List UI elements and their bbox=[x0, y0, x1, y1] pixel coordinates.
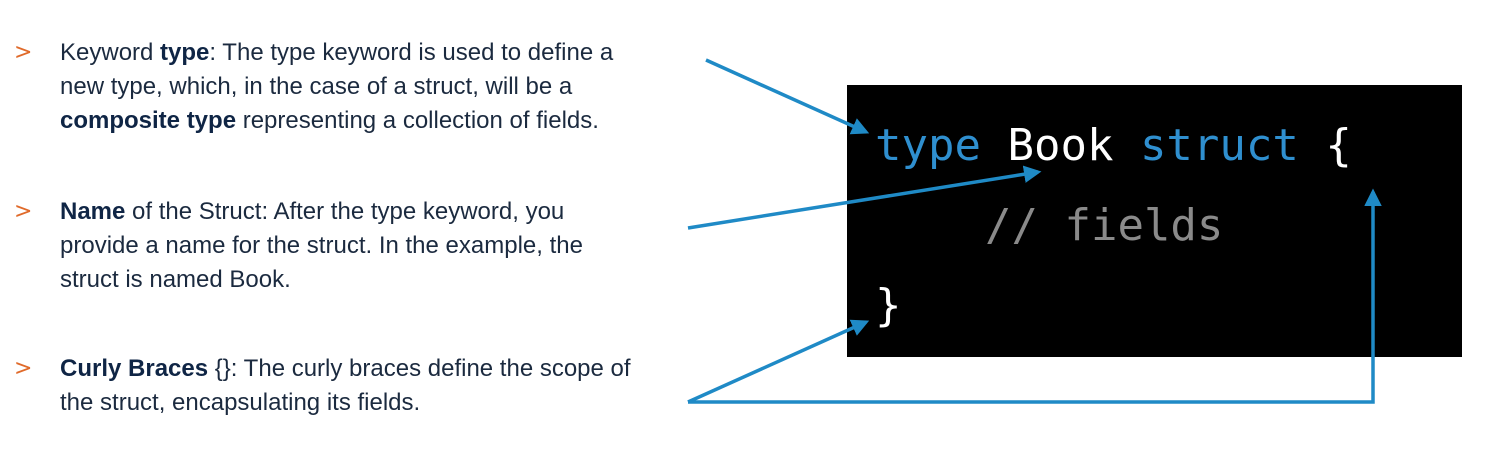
bullet-keyword-type-line-3: composite type representing a collection… bbox=[60, 104, 599, 138]
arrow-braces-to-open-brace bbox=[688, 188, 1382, 404]
code-comment: // fields bbox=[985, 200, 1224, 251]
code-struct-name: Book bbox=[1007, 120, 1114, 171]
arrow-name-to-book bbox=[687, 165, 1042, 230]
code-keyword-struct: struct bbox=[1139, 120, 1299, 171]
bullet-curly-braces-line-1: Curly Braces {}: The curly braces define… bbox=[60, 352, 631, 386]
bullet-name-line-2: provide a name for the struct. In the ex… bbox=[60, 229, 583, 263]
text-segment: the struct, encapsulating its fields. bbox=[60, 389, 421, 416]
code-line-1: type Book struct { bbox=[875, 121, 1352, 171]
bullet-name-line-1: Name of the Struct: After the type keywo… bbox=[60, 195, 564, 229]
bullet-keyword-type-line-2: new type, which, in the case of a struct… bbox=[60, 70, 572, 104]
bold-term-curly-braces: Curly Braces bbox=[60, 355, 209, 382]
arrow-braces-to-close-brace bbox=[687, 319, 870, 404]
bullet-marker: > bbox=[14, 40, 33, 65]
arrow-type-to-keyword bbox=[705, 58, 870, 135]
code-close-brace: } bbox=[875, 280, 902, 331]
code-snippet-panel: type Book struct { // fields } bbox=[847, 85, 1462, 357]
text-segment: new type, which, in the case of a struct… bbox=[60, 73, 573, 100]
text-segment: provide a name for the struct. In the ex… bbox=[60, 232, 583, 259]
bold-term-composite-type: composite type bbox=[60, 107, 237, 134]
bullet-name-line-3: struct is named Book. bbox=[60, 263, 291, 297]
bold-term-type: type bbox=[160, 39, 210, 66]
bullet-marker: > bbox=[14, 199, 33, 224]
text-segment: : The type keyword is used to define a bbox=[209, 39, 614, 66]
text-segment: {}: The curly braces define the scope of bbox=[208, 355, 631, 382]
text-segment: representing a collection of fields. bbox=[236, 107, 599, 134]
code-open-brace: { bbox=[1325, 120, 1352, 171]
text-segment: struct is named Book. bbox=[60, 266, 291, 293]
text-segment: of the Struct: After the type keyword, y… bbox=[125, 198, 565, 225]
bold-term-name: Name bbox=[60, 198, 126, 225]
bullet-keyword-type-line-1: Keyword type: The type keyword is used t… bbox=[60, 36, 613, 70]
text-segment: Keyword bbox=[60, 39, 161, 66]
code-keyword-type: type bbox=[875, 120, 981, 171]
bullet-marker: > bbox=[14, 356, 33, 381]
bullet-curly-braces-line-2: the struct, encapsulating its fields. bbox=[60, 386, 420, 420]
